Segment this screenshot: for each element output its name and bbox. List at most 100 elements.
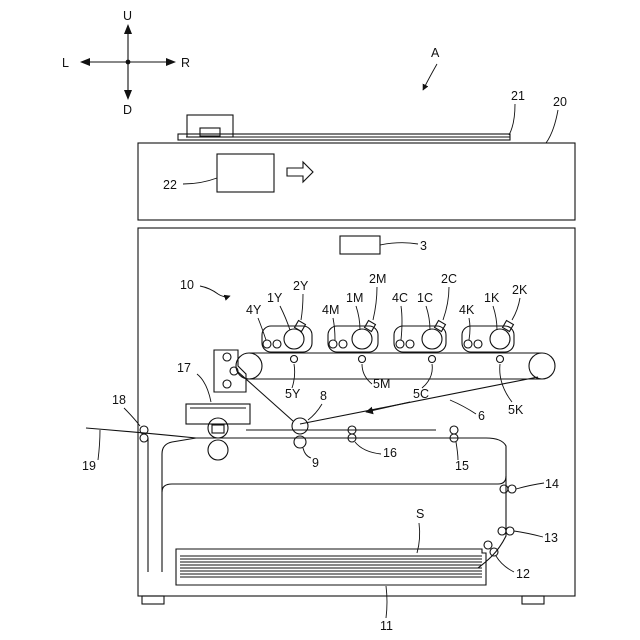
roller-13-left <box>498 527 506 535</box>
label-15: 15 <box>455 459 469 473</box>
fixing-housing <box>186 404 250 424</box>
conveying-rollers: 16 15 <box>348 426 469 473</box>
label-22: 22 <box>163 178 177 192</box>
leader-9 <box>303 448 311 458</box>
exit-roller-lower <box>140 434 148 442</box>
compass-up-label: U <box>123 9 132 23</box>
cassette-tray <box>176 549 486 585</box>
label-16: 16 <box>383 446 397 460</box>
label-5M: 5M <box>373 377 390 391</box>
photoconductor-1M <box>352 329 372 349</box>
unit-M-cartridge <box>328 326 378 352</box>
leader-8 <box>308 404 322 420</box>
leader-5M <box>362 364 372 384</box>
photoconductor-1K <box>490 329 510 349</box>
cleaner-roller-c <box>223 380 231 388</box>
process-unit-labels: 4Y 1Y 2Y 4M 1M 2M 4C 1C 2C 4K 1K 2K 5Y 5… <box>246 272 528 417</box>
leader-5Y <box>292 364 295 388</box>
leader-22 <box>183 178 217 184</box>
right-foot <box>522 596 544 604</box>
duplex-path-corner <box>162 484 172 492</box>
leader-17 <box>197 374 211 402</box>
cover-handle <box>200 128 220 136</box>
label-1C: 1C <box>417 291 433 305</box>
apparatus-reference: A <box>423 46 440 90</box>
photoconductor-1Y <box>284 329 304 349</box>
feed-rollers: 14 13 12 <box>484 477 559 581</box>
developer-4K-b <box>474 340 482 348</box>
label-4K: 4K <box>459 303 475 317</box>
developer-4C <box>396 340 404 348</box>
secondary-transfer-roller-8 <box>292 418 308 434</box>
photoconductor-1C <box>422 329 442 349</box>
roller-12-upper <box>484 541 492 549</box>
leader-21 <box>509 104 515 135</box>
belt-direction-arrow-icon <box>366 402 410 412</box>
cleaner-roller-a <box>223 353 231 361</box>
label-14: 14 <box>545 477 559 491</box>
label-5Y: 5Y <box>285 387 301 401</box>
label-17: 17 <box>177 361 191 375</box>
main-paper-path-inner <box>172 476 506 484</box>
label-6: 6 <box>478 409 485 423</box>
process-unit-Y <box>262 321 312 363</box>
leader-6 <box>450 400 476 414</box>
label-9: 9 <box>312 456 319 470</box>
leader-2Y <box>301 294 303 320</box>
label-19: 19 <box>82 459 96 473</box>
label-2Y: 2Y <box>293 279 309 293</box>
label-S: S <box>416 507 424 521</box>
label-5K: 5K <box>508 403 524 417</box>
left-foot <box>142 596 164 604</box>
roller-14-left <box>500 485 508 493</box>
leader-15 <box>456 442 458 460</box>
scan-direction-arrow-icon <box>287 162 313 182</box>
belt-left-roller <box>236 353 262 379</box>
pressure-roller <box>208 440 228 460</box>
roller-12-lower <box>490 548 498 556</box>
leader-5C <box>422 364 432 388</box>
developer-4Y-b <box>273 340 281 348</box>
leader-4K <box>469 318 470 340</box>
label-4Y: 4Y <box>246 303 262 317</box>
belt-cleaner <box>214 350 246 392</box>
scanner-unit: 21 20 22 <box>138 89 575 220</box>
developer-4Y <box>263 340 271 348</box>
leader-13 <box>514 531 543 537</box>
leader-19 <box>98 430 100 460</box>
compass-left-arrow-icon <box>80 58 90 66</box>
label-1Y: 1Y <box>267 291 283 305</box>
label-4C: 4C <box>392 291 408 305</box>
leader-2C <box>443 287 449 320</box>
label-4M: 4M <box>322 303 339 317</box>
leader-2K <box>512 298 520 320</box>
developer-4K <box>464 340 472 348</box>
leader-4C <box>401 306 402 340</box>
duplex-path-top <box>162 438 196 454</box>
developer-4C-b <box>406 340 414 348</box>
label-3: 3 <box>420 239 427 253</box>
compass-center-dot <box>126 60 131 65</box>
label-20: 20 <box>553 95 567 109</box>
compass-down-arrow-icon <box>124 90 132 100</box>
primary-transfer-5M <box>359 356 366 363</box>
reference-arrow-A <box>423 64 437 90</box>
leader-4M <box>333 318 335 340</box>
leader-20 <box>546 110 558 143</box>
leader-11 <box>386 586 387 618</box>
label-18: 18 <box>112 393 126 407</box>
roller-14-right <box>508 485 516 493</box>
belt-right-roller <box>529 353 555 379</box>
label-2C: 2C <box>441 272 457 286</box>
label-1K: 1K <box>484 291 500 305</box>
paper-cassette: S 11 <box>176 507 486 633</box>
controller-3 <box>340 236 380 254</box>
label-1M: 1M <box>346 291 363 305</box>
compass-left-label: L <box>62 56 69 70</box>
developer-4M-b <box>339 340 347 348</box>
developer-4M <box>329 340 337 348</box>
heating-roller <box>208 418 228 438</box>
primary-transfer-5C <box>429 356 436 363</box>
primary-transfer-5Y <box>291 356 298 363</box>
